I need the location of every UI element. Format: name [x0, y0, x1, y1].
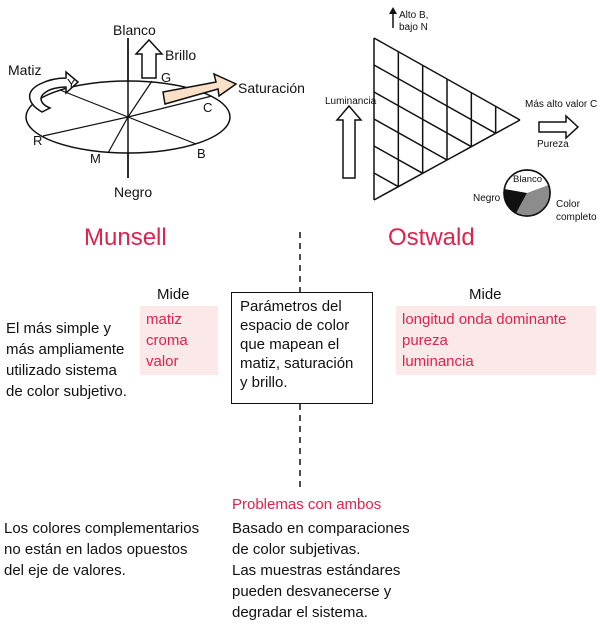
problems-left-text: Los colores complementarios no están en … [4, 518, 199, 581]
ostwald-grid-line [446, 146, 472, 161]
ostwald-measures-box: longitud onda dominante pureza luminanci… [396, 306, 596, 375]
ostwald-label-completo: completo [556, 212, 597, 223]
problems-left-line: no están en lados opuestos [4, 541, 188, 558]
ostwald-label-color: Color [556, 199, 581, 210]
ostwald-grid-line [495, 119, 521, 134]
brillo-arrow-icon [134, 38, 164, 79]
munsell-description-line: El más simple y [6, 320, 112, 337]
ostwald-label-negro: Negro [473, 193, 501, 204]
munsell-measures-box: matiz croma valor [140, 306, 218, 375]
ostwald-color-circle [503, 169, 551, 217]
center-box-line: espacio de color [240, 317, 350, 334]
ostwald-label-bajo-n: bajo N [399, 22, 428, 33]
problems-title: Problemas con ambos [232, 496, 382, 513]
munsell-description: El más simple y más ampliamente utilizad… [6, 318, 127, 402]
ostwald-triangle-grid [373, 37, 521, 201]
ostwald-label-luminancia: Luminancia [325, 96, 377, 107]
center-box-line: y brillo. [240, 374, 288, 391]
ostwald-diagram: Alto B, bajo N Luminancia Más alto valor… [325, 7, 597, 223]
ostwald-grid-line [373, 118, 448, 161]
center-box-line: Parámetros del [240, 298, 342, 315]
ostwald-grid-line [422, 159, 448, 174]
munsell-title: Munsell [84, 224, 167, 251]
luminancia-arrow-icon [335, 104, 363, 179]
munsell-hue-y: Y [67, 76, 76, 91]
munsell-measure-valor: valor [146, 353, 179, 370]
munsell-hue-b: B [197, 146, 206, 161]
munsell-description-line: de color subjetivo. [6, 383, 127, 400]
munsell-diagram: Blanco Brillo Matiz Saturación Negro Y G… [8, 22, 305, 200]
problems-left-line: Los colores complementarios [4, 520, 200, 537]
munsell-hue-c: C [203, 100, 212, 115]
munsell-label-saturacion: Saturación [238, 80, 305, 96]
problems-right-line: degradar el sistema. [232, 604, 368, 621]
munsell-description-line: más ampliamente [6, 341, 125, 358]
munsell-measure-croma: croma [146, 332, 188, 349]
ostwald-label-pureza: Pureza [537, 139, 569, 150]
problems-left-line: del eje de valores. [4, 562, 126, 579]
munsell-hue-spokes [42, 80, 213, 154]
pureza-arrow-icon [538, 114, 580, 140]
problems-right-line: Basado en comparaciones [232, 520, 410, 537]
ostwald-label-alto-b: Alto B, [399, 10, 428, 21]
munsell-label-brillo: Brillo [165, 47, 196, 63]
munsell-mide-label: Mide [157, 286, 190, 303]
munsell-hue-m: M [90, 151, 101, 166]
munsell-label-matiz: Matiz [8, 62, 41, 78]
center-box-line: matiz, saturación [240, 355, 354, 372]
ostwald-measure-longitud-onda: longitud onda dominante [402, 311, 567, 328]
problems-right-line: Las muestras estándares [232, 562, 401, 579]
center-box-line: que mapean el [240, 336, 340, 353]
ostwald-grid-line [470, 132, 497, 148]
ostwald-grid-line [373, 172, 399, 188]
ostwald-measure-luminancia: luminancia [402, 353, 474, 370]
problems-right-line: de color subjetivas. [232, 541, 361, 558]
ostwald-label-blanco: Blanco [513, 174, 542, 185]
ostwald-label-mas-alto-valor-c: Más alto valor C [525, 99, 597, 110]
center-parameters-box: Parámetros del espacio de color que mape… [231, 292, 373, 404]
munsell-hue-g: G [161, 70, 171, 85]
munsell-label-negro: Negro [114, 184, 152, 200]
saturacion-arrow-icon [162, 72, 238, 105]
munsell-description-line: utilizado sistema [6, 362, 117, 379]
munsell-label-blanco: Blanco [113, 22, 156, 38]
problems-right-text: Basado en comparaciones de color subjeti… [232, 518, 410, 623]
ostwald-grid-line [397, 172, 424, 188]
ostwald-mide-label: Mide [469, 286, 502, 303]
ostwald-grid-line [373, 186, 399, 201]
ostwald-grid-line [373, 64, 497, 134]
munsell-hue-r: R [33, 133, 42, 148]
munsell-measure-matiz: matiz [146, 311, 182, 328]
ostwald-measure-pureza: pureza [402, 332, 448, 349]
problems-right-line: pueden desvanecerse y [232, 583, 392, 600]
matiz-rotation-arrow-icon [29, 70, 80, 113]
ostwald-title: Ostwald [388, 224, 475, 251]
